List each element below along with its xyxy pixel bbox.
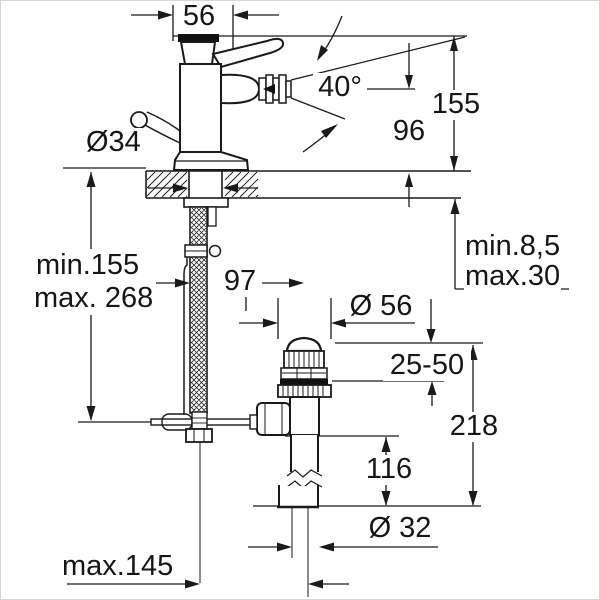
spout-housing (220, 73, 261, 105)
locknut-flange (183, 197, 229, 208)
dim-label-height-218: 218 (444, 411, 504, 442)
dim-label-dia-56: Ø 56 (345, 291, 417, 322)
cartridge-cap (179, 41, 217, 65)
spray-angle-annotation (290, 15, 466, 153)
deck-hatch-pattern (146, 171, 259, 198)
dim-label-max-30: max.30 (464, 260, 562, 292)
dim-label-dia-32: Ø 32 (364, 513, 436, 544)
pull-rod (183, 257, 188, 415)
pop-up-waste (249, 336, 332, 597)
dim-label-width-56: 56 (175, 1, 223, 32)
waste-body (289, 396, 320, 436)
rod-coupling-nut (256, 402, 291, 436)
dim-label-min-155: min.155 (35, 249, 141, 281)
hose-nut (185, 428, 213, 443)
dim-label-height-155: 155 (429, 89, 483, 120)
waste-seal-band (280, 379, 328, 385)
waste-cap (285, 336, 323, 353)
dim-label-max-145: max.145 (61, 550, 175, 582)
rod-guide (207, 206, 217, 227)
rod-ball-end (208, 244, 222, 258)
bidet-faucet (130, 34, 292, 443)
flow-mark (263, 84, 275, 94)
aerator-outlet (285, 80, 292, 98)
dim-label-min-8-5: min.8,5 (464, 230, 562, 262)
dim-label-max-268: max. 268 (33, 282, 155, 314)
dim-label-angle-40: 40° (313, 72, 367, 103)
dim-label-height-96: 96 (387, 116, 431, 147)
pipe-break-line (286, 469, 323, 478)
dim-label-dia-34: Ø34 (85, 126, 142, 158)
dim-label-range-25-50: 25-50 (383, 350, 471, 381)
dim-label-length-116: 116 (360, 454, 418, 485)
dim-label-dist-97: 97 (218, 266, 262, 297)
faucet-body (179, 63, 222, 153)
cartridge-cap-band (178, 34, 219, 42)
lever-handle (211, 37, 285, 69)
